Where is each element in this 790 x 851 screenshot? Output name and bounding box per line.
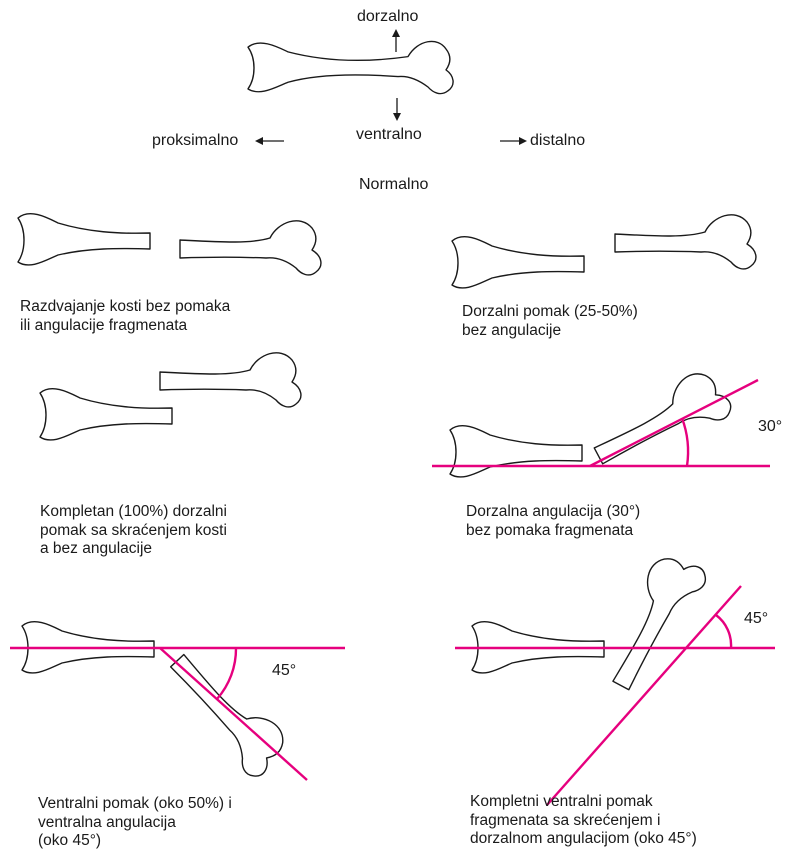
angle-arc bbox=[682, 418, 688, 466]
ventral-label: ventralno bbox=[356, 125, 422, 144]
angle-line bbox=[547, 586, 741, 805]
panel-separation-bones bbox=[18, 214, 321, 275]
normal-label: Normalno bbox=[359, 175, 428, 194]
panel-dorsal-displacement-caption: Dorzalni pomak (25-50%) bez angulacije bbox=[462, 303, 638, 340]
panel-complete-ventral-lines bbox=[455, 586, 775, 805]
panel-separation-caption: Razdvajanje kosti bez pomaka ili angulac… bbox=[20, 298, 230, 335]
panel-dorsal-displacement-bones bbox=[452, 215, 756, 288]
angle-label-45-dorsal: 45° bbox=[744, 610, 768, 628]
panel-ventral-angulation-caption: Ventralni pomak (oko 50%) i ventralna an… bbox=[38, 795, 232, 851]
normal-bone-illustration bbox=[248, 41, 453, 93]
angle-arc bbox=[716, 615, 731, 648]
panel-complete-ventral-bones bbox=[472, 548, 710, 698]
panel-ventral-angulation-bones bbox=[22, 622, 294, 782]
angle-label-30: 30° bbox=[758, 418, 782, 436]
distal-label: distalno bbox=[530, 131, 585, 150]
dorsal-label: dorzalno bbox=[357, 7, 418, 26]
panel-complete-dorsal-bones bbox=[40, 353, 301, 440]
panel-complete-ventral-caption: Kompletni ventralni pomak fragmenata sa … bbox=[470, 793, 697, 849]
panel-dorsal-angulation-bones bbox=[450, 365, 735, 479]
panel-dorsal-angulation-caption: Dorzalna angulacija (30°) bez pomaka fra… bbox=[466, 503, 640, 540]
angle-arc bbox=[217, 648, 236, 699]
panel-complete-dorsal-caption: Kompletan (100%) dorzalni pomak sa skrać… bbox=[40, 503, 227, 559]
proximal-label: proksimalno bbox=[152, 131, 238, 150]
angle-label-45-ventral: 45° bbox=[272, 662, 296, 680]
